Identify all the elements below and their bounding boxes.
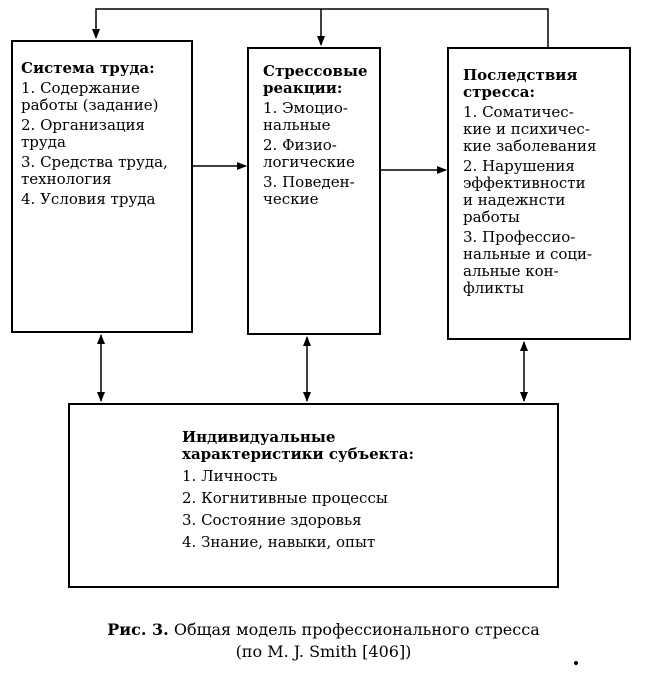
stress-consequences-item: фликты (463, 279, 524, 297)
stress-reactions-item: логические (263, 153, 355, 171)
work-system-item: 1. Содержание (21, 79, 140, 97)
individual-characteristics-title: Индивидуальные (182, 428, 336, 446)
stress-consequences-item: 3. Професcио- (463, 228, 576, 246)
stress-reactions-item: 3. Поведен- (263, 173, 355, 191)
work-system-box: Система труда: 1. Содержание работы (зад… (11, 40, 193, 333)
stress-consequences-item: 1. Соматичес- (463, 103, 574, 121)
work-system-item: технология (21, 170, 112, 188)
flow-arrows (193, 162, 447, 174)
work-system-item: 4. Условия труда (21, 190, 156, 208)
work-system-item: 3. Средства труда, (21, 153, 168, 171)
stress-reactions-item: нальные (263, 116, 331, 134)
stress-reactions-item: 1. Эмоцио- (263, 99, 348, 117)
stress-reactions-item: 2. Физио- (263, 136, 337, 154)
stress-consequences-item: эффективности (463, 174, 586, 192)
stray-dot (574, 661, 578, 665)
stress-consequences-box: Последствия стресса: 1. Соматичес- кие и… (447, 47, 631, 340)
figure-caption-text: Общая модель профессионального стресса (168, 620, 540, 639)
individual-characteristics-item: 3. Состояние здоровья (182, 511, 362, 529)
figure-label: Рис. 3. (107, 620, 169, 639)
stress-consequences-item: кие и психичес- (463, 120, 590, 138)
stress-consequences-item: кие заболевания (463, 137, 597, 155)
stress-consequences-item: альные кон- (463, 262, 559, 280)
work-system-item: 2. Организация (21, 116, 146, 134)
individual-characteristics-box: Индивидуальные характеристики субъекта: … (68, 403, 559, 588)
individual-characteristics-title: характеристики субъекта: (182, 445, 415, 463)
work-system-title: Система труда: (21, 59, 155, 77)
figure-caption-source: (по M. J. Smith [406]) (235, 642, 412, 661)
stress-reactions-title: Стрессовые (263, 62, 368, 80)
work-system-item: работы (задание) (21, 96, 159, 114)
feedback-loop-connector (92, 8, 549, 47)
stress-consequences-item: 2. Нарушения (463, 157, 575, 175)
stress-consequences-title: стресса: (463, 83, 535, 101)
bidirectional-arrows (97, 334, 528, 402)
individual-characteristics-item: 4. Знание, навыки, опыт (182, 533, 376, 551)
individual-characteristics-item: 1. Личность (182, 467, 278, 485)
stress-consequences-title: Последствия (463, 66, 578, 84)
figure-caption: Рис. 3. Общая модель профессионального с… (0, 620, 647, 639)
stress-reactions-title: реакции: (263, 79, 343, 97)
stress-consequences-item: работы (463, 208, 520, 226)
stress-consequences-item: и надежнсти (463, 191, 566, 209)
stress-reactions-item: ческие (263, 190, 319, 208)
individual-characteristics-item: 2. Когнитивные процессы (182, 489, 388, 507)
stress-consequences-item: нальные и соци- (463, 245, 593, 263)
stress-reactions-box: Стрессовые реакции: 1. Эмоцио- нальные 2… (247, 47, 381, 335)
work-system-item: труда (21, 133, 66, 151)
